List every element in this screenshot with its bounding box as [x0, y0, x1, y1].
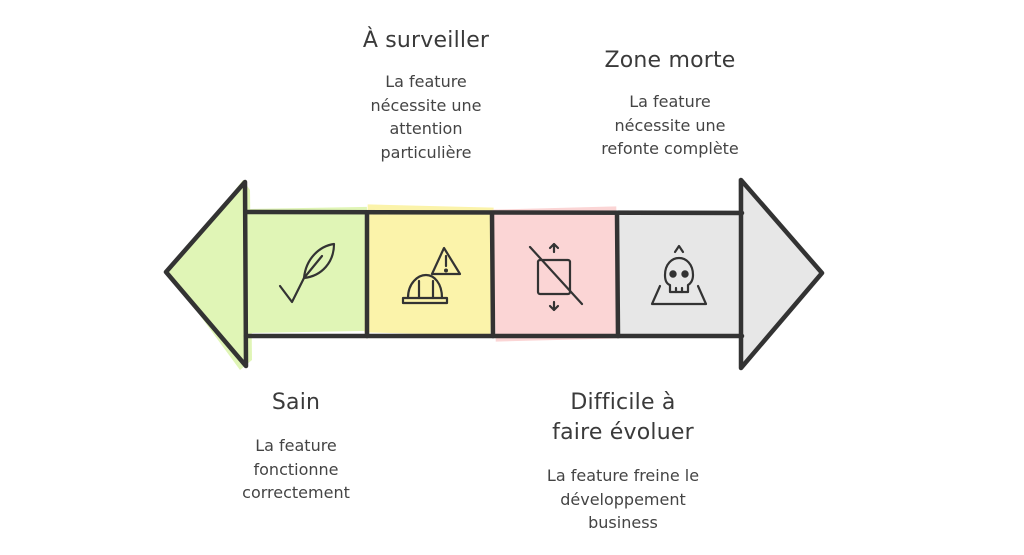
left-arrowhead-outline — [163, 179, 249, 369]
stage-label-zone-morte: Zone morte La feature nécessite une refo… — [570, 46, 770, 161]
skull-icon — [650, 244, 708, 306]
right-arrowhead-outline — [738, 177, 825, 371]
warning-hardhat-icon — [401, 246, 462, 305]
divider-2 — [489, 210, 496, 339]
stage-label-a-surveiller: À surveiller La feature nécessite une at… — [326, 26, 526, 164]
leaf-check-icon — [278, 242, 336, 304]
blocked-resize-icon — [528, 242, 584, 312]
wash-left-arrowhead — [168, 180, 252, 370]
stage-description-a-surveiller: La feature nécessite une attention parti… — [370, 72, 482, 162]
wash-right-arrowhead — [738, 178, 822, 368]
wash-zone-morte — [618, 210, 742, 336]
stage-description-difficile: La feature freine le développement busin… — [546, 466, 700, 532]
stage-description-sain: La feature fonctionne correctement — [242, 436, 350, 502]
color-washes — [168, 178, 822, 370]
stage-description-zone-morte: La feature nécessite une refonte complèt… — [601, 92, 739, 158]
stage-title-zone-morte: Zone morte — [604, 48, 736, 73]
stage-label-difficile: Difficile à faire évoluer La feature fre… — [508, 388, 738, 535]
arrow-outline — [163, 177, 825, 371]
wash-a-surveiller — [364, 204, 494, 336]
stage-title-difficile: Difficile à faire évoluer — [552, 390, 694, 445]
divider-3 — [614, 210, 621, 339]
stage-title-sain: Sain — [271, 390, 321, 415]
stage-title-a-surveiller: À surveiller — [362, 28, 490, 53]
stage-label-sain: Sain La feature fonctionne correctement — [196, 388, 396, 505]
